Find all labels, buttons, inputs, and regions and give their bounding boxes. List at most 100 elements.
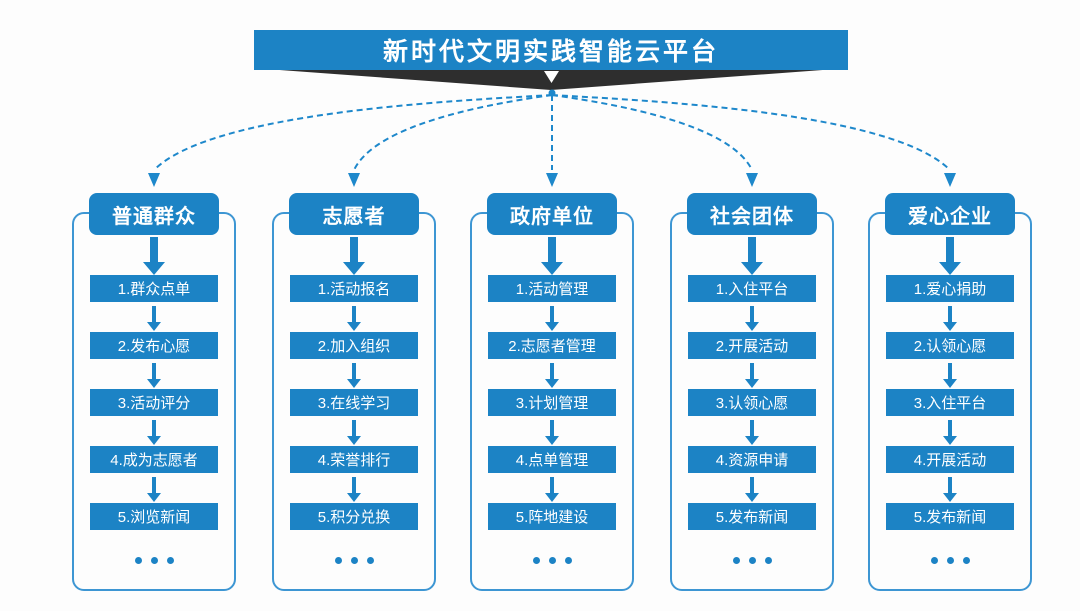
step-item: 3.活动评分 — [90, 389, 218, 416]
step-item: 2.认领心愿 — [886, 332, 1014, 359]
header-arrow-shaft — [946, 237, 954, 264]
flow-column-2: 志愿者 1.活动报名 2.加入组织 3.在线学习 4.荣誉排行 5.积分兑换 — [272, 0, 436, 611]
step-item: 1.群众点单 — [90, 275, 218, 302]
header-arrow-shaft — [748, 237, 756, 264]
step-arrow-icon — [147, 322, 161, 331]
step-arrow-shaft — [550, 477, 554, 493]
step-arrow-shaft — [152, 363, 156, 379]
column-header-1: 普通群众 — [89, 193, 219, 235]
header-arrow-shaft — [548, 237, 556, 264]
platform-title: 新时代文明实践智能云平台 — [382, 38, 719, 66]
flow-column-3: 政府单位 1.活动管理 2.志愿者管理 3.计划管理 4.点单管理 5.阵地建设 — [470, 0, 634, 611]
dot — [166, 557, 174, 564]
step-arrow-shaft — [550, 363, 554, 379]
dashed-arrowhead-icon-3 — [546, 173, 558, 187]
step-arrow-shaft — [152, 477, 156, 493]
dot — [930, 557, 938, 564]
step-arrow-icon — [347, 379, 361, 388]
step-arrow-shaft — [750, 306, 754, 322]
step-arrow-shaft — [750, 477, 754, 493]
step-arrow-icon — [545, 322, 559, 331]
step-arrow-shaft — [550, 306, 554, 322]
column-header-3: 政府单位 — [487, 193, 617, 235]
step-item: 4.点单管理 — [488, 446, 616, 473]
step-item: 5.发布新闻 — [886, 503, 1014, 530]
more-dots-icon — [868, 557, 1032, 564]
dot — [962, 557, 970, 564]
header-arrow-icon — [939, 262, 961, 275]
dot — [334, 557, 342, 564]
step-item: 2.志愿者管理 — [488, 332, 616, 359]
step-arrow-icon — [943, 379, 957, 388]
step-arrow-icon — [745, 322, 759, 331]
step-arrow-shaft — [948, 363, 952, 379]
step-arrow-icon — [347, 493, 361, 502]
step-arrow-icon — [943, 322, 957, 331]
step-item: 1.爱心捐助 — [886, 275, 1014, 302]
ribbon-down-arrow-icon — [544, 71, 559, 83]
header-arrow-icon — [541, 262, 563, 275]
step-item: 1.活动报名 — [290, 275, 418, 302]
dot — [134, 557, 142, 564]
step-arrow-icon — [745, 493, 759, 502]
dot — [564, 557, 572, 564]
dot — [946, 557, 954, 564]
step-item: 4.荣誉排行 — [290, 446, 418, 473]
dot — [748, 557, 756, 564]
header-arrow-shaft — [350, 237, 358, 264]
step-arrow-shaft — [948, 306, 952, 322]
column-header-2: 志愿者 — [289, 193, 419, 235]
step-arrow-shaft — [152, 420, 156, 436]
step-arrow-shaft — [352, 477, 356, 493]
step-arrow-icon — [745, 379, 759, 388]
step-item: 5.积分兑换 — [290, 503, 418, 530]
step-arrow-shaft — [152, 306, 156, 322]
step-arrow-icon — [147, 379, 161, 388]
step-arrow-shaft — [352, 420, 356, 436]
step-arrow-shaft — [750, 363, 754, 379]
dashed-arrowhead-icon-4 — [746, 173, 758, 187]
step-arrow-icon — [545, 493, 559, 502]
dot — [764, 557, 772, 564]
step-arrow-shaft — [352, 363, 356, 379]
dashed-arrowhead-icon-2 — [348, 173, 360, 187]
dot — [548, 557, 556, 564]
step-item: 2.开展活动 — [688, 332, 816, 359]
dashed-arrowhead-icon-1 — [148, 173, 160, 187]
step-arrow-icon — [745, 436, 759, 445]
more-dots-icon — [272, 557, 436, 564]
step-arrow-shaft — [948, 477, 952, 493]
more-dots-icon — [72, 557, 236, 564]
dot — [150, 557, 158, 564]
step-arrow-icon — [943, 436, 957, 445]
step-item: 1.入住平台 — [688, 275, 816, 302]
step-arrow-icon — [943, 493, 957, 502]
step-arrow-icon — [347, 436, 361, 445]
step-arrow-shaft — [750, 420, 754, 436]
step-item: 2.发布心愿 — [90, 332, 218, 359]
step-item: 2.加入组织 — [290, 332, 418, 359]
step-item: 3.在线学习 — [290, 389, 418, 416]
step-item: 5.浏览新闻 — [90, 503, 218, 530]
header-arrow-icon — [343, 262, 365, 275]
step-item: 3.计划管理 — [488, 389, 616, 416]
step-item: 3.入住平台 — [886, 389, 1014, 416]
step-arrow-icon — [545, 436, 559, 445]
step-item: 4.资源申请 — [688, 446, 816, 473]
step-item: 1.活动管理 — [488, 275, 616, 302]
step-arrow-icon — [147, 493, 161, 502]
header-arrow-icon — [143, 262, 165, 275]
step-arrow-shaft — [550, 420, 554, 436]
step-arrow-shaft — [352, 306, 356, 322]
step-item: 4.成为志愿者 — [90, 446, 218, 473]
dot — [366, 557, 374, 564]
column-header-4: 社会团体 — [687, 193, 817, 235]
more-dots-icon — [470, 557, 634, 564]
header-arrow-icon — [741, 262, 763, 275]
dot — [732, 557, 740, 564]
step-item: 3.认领心愿 — [688, 389, 816, 416]
column-header-5: 爱心企业 — [885, 193, 1015, 235]
step-item: 5.阵地建设 — [488, 503, 616, 530]
